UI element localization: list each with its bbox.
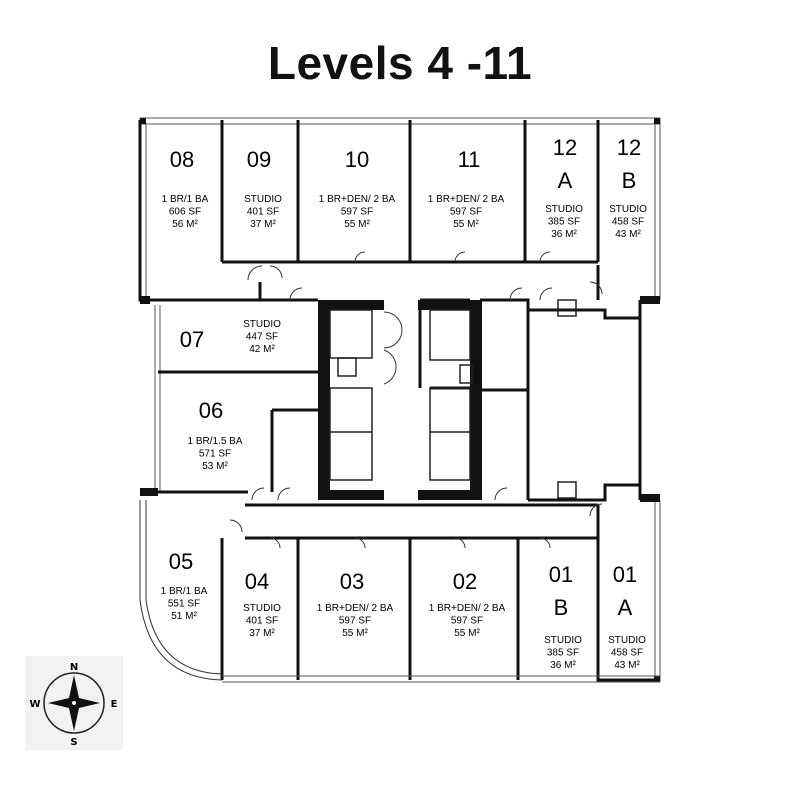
unit-info-line: 55 M² bbox=[344, 219, 370, 230]
unit-info-line: STUDIO bbox=[608, 635, 646, 646]
unit-letter: B bbox=[622, 168, 637, 193]
unit-number: 01 bbox=[613, 562, 637, 587]
unit-info-line: 458 SF bbox=[611, 648, 643, 659]
unit-number: 12 bbox=[617, 135, 641, 160]
compass-rose: N S E W bbox=[25, 656, 123, 750]
unit-info-line: STUDIO bbox=[609, 204, 647, 215]
unit-info-line: 571 SF bbox=[199, 449, 231, 460]
unit-info-line: 597 SF bbox=[339, 616, 371, 627]
unit-info-line: 606 SF bbox=[169, 207, 201, 218]
unit-info-line: 1 BR+DEN/ 2 BA bbox=[429, 603, 506, 614]
unit-letter: A bbox=[558, 168, 573, 193]
unit-info-line: 447 SF bbox=[246, 332, 278, 343]
unit-number: 03 bbox=[340, 569, 364, 594]
unit-info-line: 37 M² bbox=[249, 628, 275, 639]
unit-info-line: 1 BR+DEN/ 2 BA bbox=[319, 194, 396, 205]
unit-info-line: 37 M² bbox=[250, 219, 276, 230]
unit-number: 11 bbox=[458, 147, 481, 172]
unit-info-line: 36 M² bbox=[550, 660, 576, 671]
unit-info-line: 53 M² bbox=[202, 461, 228, 472]
unit-info-line: 1 BR/1 BA bbox=[162, 194, 209, 205]
unit-number: 09 bbox=[247, 147, 271, 172]
compass-e: E bbox=[111, 699, 118, 710]
curved-facade bbox=[139, 500, 223, 681]
unit-info-line: STUDIO bbox=[544, 635, 582, 646]
unit-info-line: 458 SF bbox=[612, 217, 644, 228]
unit-info-line: 1 BR/1 BA bbox=[161, 586, 208, 597]
unit-info-line: 1 BR+DEN/ 2 BA bbox=[428, 194, 505, 205]
unit-info-line: 1 BR/1.5 BA bbox=[187, 436, 242, 447]
door-swings bbox=[229, 251, 603, 549]
unit-info-line: 551 SF bbox=[168, 599, 200, 610]
unit-info-line: 55 M² bbox=[453, 219, 479, 230]
unit-info-line: 401 SF bbox=[246, 616, 278, 627]
unit-info-line: 597 SF bbox=[341, 207, 373, 218]
unit-info-line: 1 BR+DEN/ 2 BA bbox=[317, 603, 394, 614]
page-title: Levels 4 -11 bbox=[267, 37, 533, 89]
bottom-glazing bbox=[222, 675, 660, 683]
unit-number: 10 bbox=[345, 147, 369, 172]
unit-info-line: 51 M² bbox=[171, 611, 197, 622]
unit-info-line: STUDIO bbox=[545, 204, 583, 215]
unit-info-line: 385 SF bbox=[547, 648, 579, 659]
unit-number: 08 bbox=[170, 147, 194, 172]
unit-info-line: 55 M² bbox=[454, 628, 480, 639]
unit-number: 05 bbox=[169, 549, 193, 574]
unit-number: 12 bbox=[553, 135, 577, 160]
unit-info-line: STUDIO bbox=[243, 603, 281, 614]
unit-info-line: 597 SF bbox=[451, 616, 483, 627]
compass-s: S bbox=[70, 737, 77, 748]
unit-number: 06 bbox=[199, 398, 223, 423]
unit-info-line: 385 SF bbox=[548, 217, 580, 228]
unit-info-line: 401 SF bbox=[247, 207, 279, 218]
unit-info-line: 36 M² bbox=[551, 229, 577, 240]
compass-w: W bbox=[29, 699, 40, 710]
unit-info-line: STUDIO bbox=[243, 319, 281, 330]
unit-info-line: 43 M² bbox=[614, 660, 640, 671]
unit-number: 01 bbox=[549, 562, 573, 587]
unit-number: 07 bbox=[180, 327, 204, 352]
unit-number: 02 bbox=[453, 569, 477, 594]
unit-info-line: STUDIO bbox=[244, 194, 282, 205]
unit-info-line: 43 M² bbox=[615, 229, 641, 240]
unit-number: 04 bbox=[245, 569, 269, 594]
walls bbox=[138, 120, 660, 682]
unit-letter: B bbox=[554, 595, 569, 620]
core-rooms bbox=[329, 299, 577, 499]
compass-n: N bbox=[70, 662, 78, 673]
unit-letter: A bbox=[618, 595, 633, 620]
unit-info-line: 55 M² bbox=[342, 628, 368, 639]
building-cores bbox=[140, 118, 660, 682]
unit-info-line: 42 M² bbox=[249, 344, 275, 355]
unit-info-line: 56 M² bbox=[172, 219, 198, 230]
unit-info-line: 597 SF bbox=[450, 207, 482, 218]
